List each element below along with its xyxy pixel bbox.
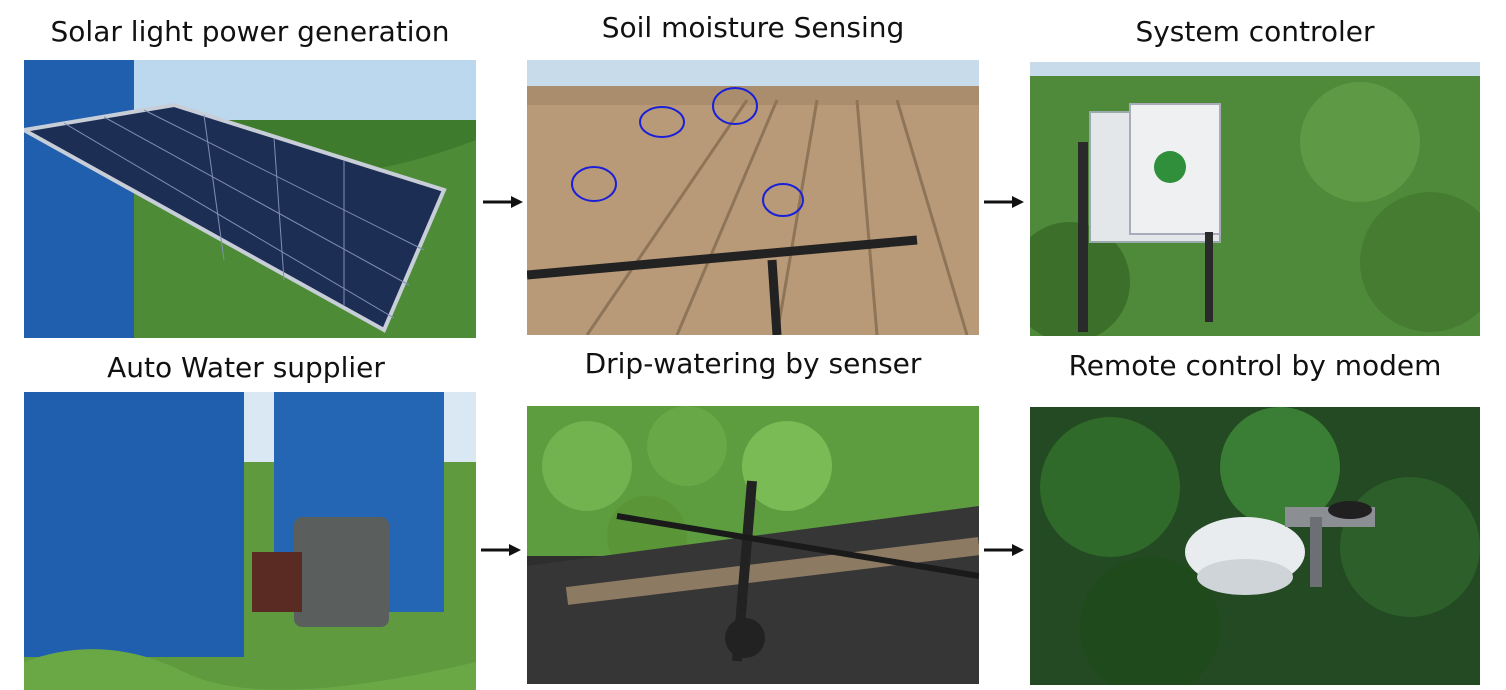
photo-drip-watering — [527, 406, 979, 684]
caption-controller: System controler — [1135, 15, 1375, 48]
caption-modem: Remote control by modem — [1068, 349, 1442, 382]
caption-drip: Drip-watering by senser — [584, 347, 922, 380]
photo-system-controller — [1030, 62, 1480, 336]
arrow-right-icon — [984, 195, 1024, 209]
photo-soil-field — [527, 60, 979, 335]
caption-solar: Solar light power generation — [50, 15, 450, 48]
photo-water-tanks — [24, 392, 476, 690]
arrow-right-icon — [483, 195, 523, 209]
arrow-right-icon — [984, 543, 1024, 557]
photo-remote-modem — [1030, 407, 1480, 685]
photo-solar-panel — [24, 60, 476, 338]
caption-water-supplier: Auto Water supplier — [107, 351, 385, 384]
arrow-right-icon — [481, 543, 521, 557]
caption-soil: Soil moisture Sensing — [601, 11, 905, 44]
